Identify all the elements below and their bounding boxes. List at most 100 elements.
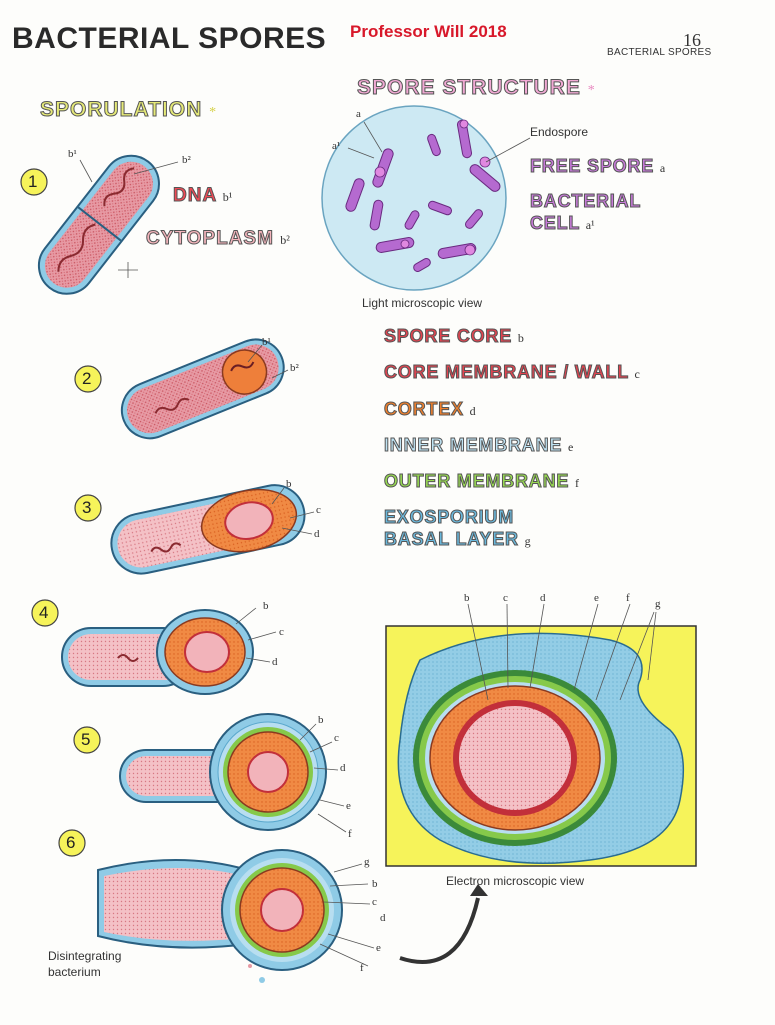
stage-1-marker	[20, 168, 48, 196]
label-d-stage5: d	[340, 762, 346, 774]
stage-3-bacterium	[110, 484, 315, 575]
label-f-stage6: f	[360, 962, 364, 974]
legend-cortex: CORTEX d	[384, 399, 476, 420]
free-spore-sub: a	[659, 161, 666, 175]
electron-microscope-view	[385, 603, 697, 867]
endospore-label: Endospore	[530, 125, 589, 139]
legend-exosporium-text: EXOSPORIUM	[384, 507, 515, 528]
label-e-stage6: e	[376, 942, 381, 954]
disintegrating-line2: bacterium	[48, 965, 101, 979]
bacterial-cell-sub: a¹	[585, 218, 595, 232]
legend-inner-membrane: INNER MEMBRANE e	[383, 435, 574, 456]
label-b1-stage2: b¹	[262, 336, 271, 348]
legend-exosporium: EXOSPORIUM BASAL LAYER g	[384, 506, 531, 552]
cytoplasm-label: CYTOPLASM b²	[146, 228, 290, 250]
legend-outer-membrane: OUTER MEMBRANE f	[383, 471, 580, 492]
stage-2-marker	[74, 365, 102, 393]
legend-outer-membrane-text: OUTER MEMBRANE	[383, 471, 570, 492]
label-d-stage3: d	[314, 528, 320, 540]
stage-2-number: 2	[82, 369, 92, 388]
curved-arrow-icon	[399, 897, 480, 964]
label-b2-stage1: b²	[182, 154, 191, 166]
legend-core-membrane: CORE MEMBRANE / WALL c	[384, 362, 640, 383]
page-number: 16	[683, 30, 701, 50]
label-c-stage4: c	[279, 626, 284, 638]
stage-2-bacterium	[120, 338, 289, 440]
spore-structure-title: SPORE STRUCTURE	[357, 76, 581, 100]
label-d-stage4: d	[272, 656, 278, 668]
stage-5-number: 5	[81, 730, 91, 749]
bacterial-cell-line1: BACTERIAL	[529, 191, 642, 212]
label-b-stage4: b	[263, 600, 269, 612]
stage-6-marker	[58, 829, 86, 857]
stage-6-bacterium	[97, 849, 375, 983]
em-label-f: f	[626, 592, 630, 604]
label-b1-stage1: b¹	[68, 148, 77, 160]
dna-sub: b¹	[222, 190, 233, 204]
label-c-stage3: c	[316, 504, 321, 516]
em-label-b: b	[464, 592, 470, 604]
label-d-stage6: d	[380, 912, 386, 924]
disintegrating-caption: Disintegrating bacterium	[48, 948, 121, 980]
label-f-stage5: f	[348, 828, 352, 840]
legend-basal-layer-text: BASAL LAYER	[384, 529, 519, 550]
stage-markers	[20, 168, 102, 857]
electron-view-caption: Electron microscopic view	[446, 874, 585, 888]
stage-6-number: 6	[66, 833, 76, 852]
label-g-stage6: g	[364, 856, 370, 868]
label-b-stage6: b	[372, 878, 378, 890]
legend-inner-membrane-sub: e	[568, 440, 574, 454]
stage-5-bacterium	[119, 713, 347, 833]
spore-structure-star: *	[587, 83, 595, 98]
arrow-head-icon	[470, 884, 488, 896]
author-credit: Professor Will 2018	[350, 22, 507, 41]
stage-1-number: 1	[28, 172, 38, 191]
label-b-stage3: b	[286, 478, 292, 490]
label-a1: a¹	[332, 140, 341, 152]
legend-core-membrane-sub: c	[634, 367, 640, 381]
em-label-c: c	[503, 592, 508, 604]
label-a: a	[356, 108, 361, 120]
legend-basal-layer-sub: g	[524, 534, 531, 548]
legend-spore-core-sub: b	[517, 331, 524, 345]
stage-1-bacterium	[37, 154, 179, 295]
stage-3-marker	[74, 494, 102, 522]
sporulation-title: SPORULATION	[39, 98, 203, 122]
label-b2-stage2: b²	[290, 362, 299, 374]
em-label-e: e	[594, 592, 599, 604]
bacterial-cell-label: BACTERIAL CELL a¹	[529, 190, 642, 236]
page-title: BACTERIAL SPORES	[12, 22, 327, 55]
light-view-caption: Light microscopic view	[362, 296, 483, 310]
cytoplasm-text: CYTOPLASM	[146, 228, 274, 250]
legend-cortex-sub: d	[469, 404, 476, 418]
stage-4-number: 4	[39, 603, 49, 622]
legend-outer-membrane-sub: f	[575, 476, 580, 490]
bacterial-cell-line2: CELL	[530, 213, 580, 234]
stage-4-bacterium	[61, 607, 277, 695]
light-microscope-view	[321, 105, 531, 291]
running-head: BACTERIAL SPORES	[607, 47, 712, 58]
legend-core-membrane-text: CORE MEMBRANE / WALL	[384, 362, 629, 383]
disintegrating-line1: Disintegrating	[48, 949, 122, 963]
cytoplasm-sub: b²	[280, 233, 290, 247]
dna-label: DNA b¹	[172, 185, 233, 207]
label-c-stage5: c	[334, 732, 339, 744]
free-spore-label: FREE SPORE a	[529, 156, 666, 177]
sporulation-star: *	[209, 105, 217, 120]
dna-text: DNA	[172, 185, 217, 207]
stage-3-number: 3	[82, 498, 92, 517]
legend-inner-membrane-text: INNER MEMBRANE	[383, 435, 563, 456]
em-label-g: g	[655, 598, 661, 610]
label-e-stage5: e	[346, 800, 351, 812]
label-c-stage6: c	[372, 896, 377, 908]
legend-cortex-text: CORTEX	[384, 399, 464, 420]
label-b-stage5: b	[318, 714, 324, 726]
stage-5-marker	[73, 726, 101, 754]
legend-spore-core: SPORE CORE b	[383, 326, 524, 347]
free-spore-text: FREE SPORE	[529, 156, 655, 177]
stage-4-marker	[31, 599, 59, 627]
em-label-d: d	[540, 592, 546, 604]
spore-structure-heading: SPORE STRUCTURE *	[357, 76, 595, 100]
